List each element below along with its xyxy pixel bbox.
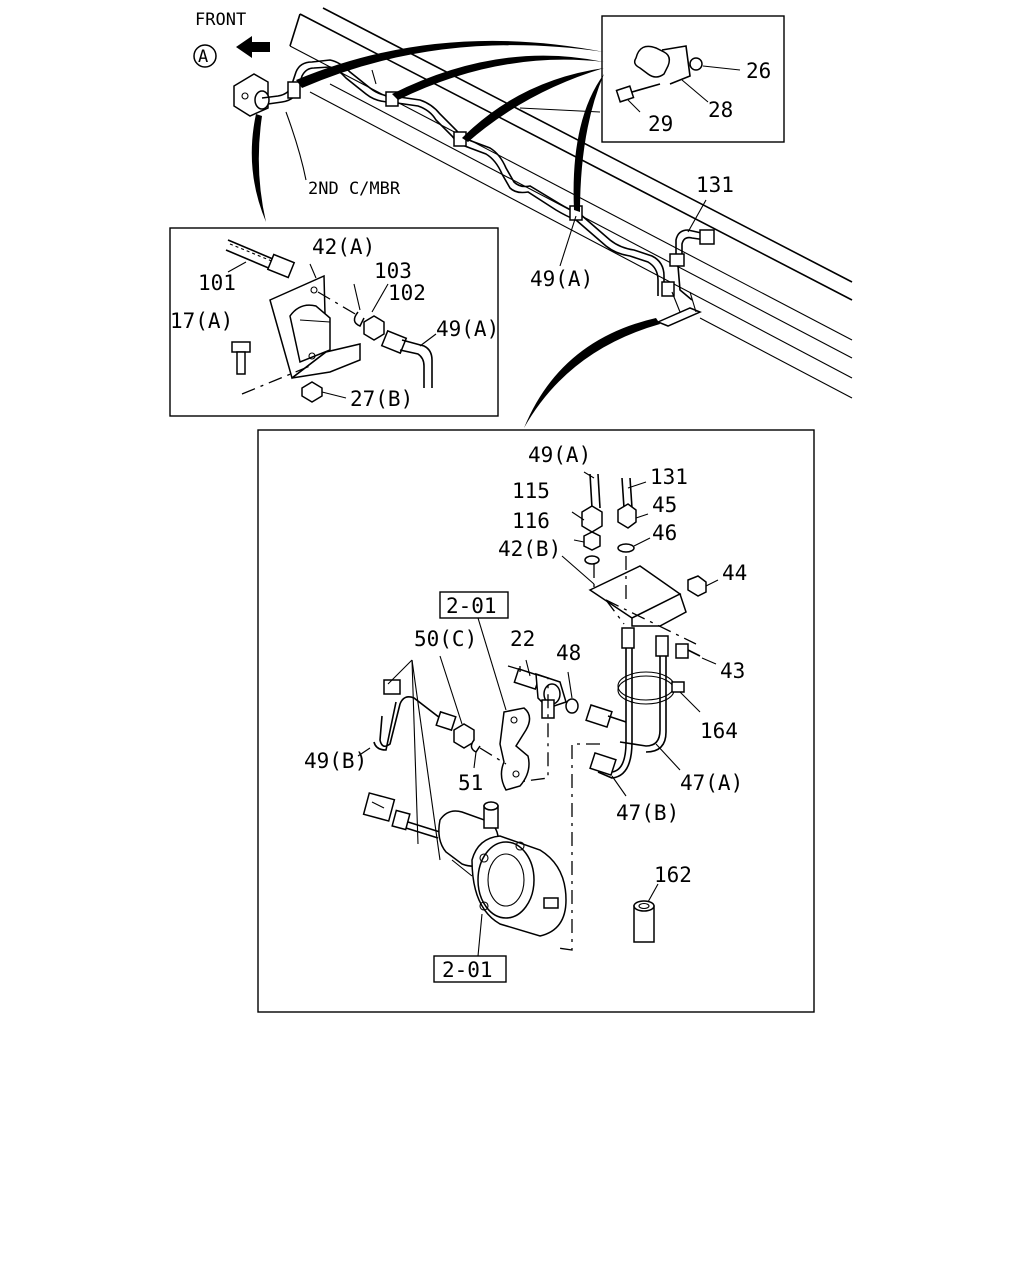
part-47b-label: 47(B) [616, 801, 679, 825]
view-a-marker: A [193, 44, 217, 68]
part-48-label: 48 [556, 641, 581, 665]
part-50c-label: 50(C) [414, 627, 477, 651]
part-162-label: 162 [654, 863, 692, 887]
callout-leaders [251, 40, 660, 428]
part-44-label: 44 [722, 561, 747, 585]
part-42b-label: 42(B) [498, 537, 561, 561]
inset-clip-box [601, 15, 785, 143]
part-102-label: 102 [388, 281, 426, 305]
part-49a-top-leader [559, 215, 577, 267]
part-43-label: 43 [720, 659, 745, 683]
part-17a-label: 17(A) [170, 309, 233, 333]
part-115-label: 115 [512, 479, 550, 503]
front-arrow-icon [236, 36, 270, 58]
part-49a-main-label: 49(A) [528, 443, 591, 467]
part-131-top-label: 131 [696, 173, 734, 197]
part-47a-label: 47(A) [680, 771, 743, 795]
part-29-label: 29 [648, 112, 673, 136]
part-22-label: 22 [510, 627, 535, 651]
ref-2-01-upper-box [439, 591, 509, 619]
part-164-label: 164 [700, 719, 738, 743]
inset-bracket-box [169, 227, 499, 417]
cross-member-label: 2ND C/MBR [308, 179, 401, 199]
ref-2-01-lower-label: 2-01 [442, 958, 493, 982]
part-49a-inset-label: 49(A) [436, 317, 499, 341]
part-49b-label: 49(B) [304, 749, 367, 773]
part-28-label: 28 [708, 98, 733, 122]
main-detail: 2-01 [257, 429, 815, 1013]
part-46-label: 46 [652, 521, 677, 545]
part-131-main-label: 131 [650, 465, 688, 489]
part-42a-label: 42(A) [312, 235, 375, 259]
part-49a-top-label: 49(A) [530, 267, 593, 291]
ref-2-01-lower-box [433, 955, 507, 983]
part-51-label: 51 [458, 771, 483, 795]
inset-bracket-detail: 42(A) 101 103 102 17(A) 49(A) 27(B) [169, 227, 499, 417]
part-116-label: 116 [512, 509, 550, 533]
inset-clip-detail: 26 28 29 [601, 15, 785, 143]
main-detail-box [257, 429, 815, 1013]
front-label: FRONT [195, 10, 246, 30]
view-a-label: A [198, 47, 208, 67]
part-45-label: 45 [652, 493, 677, 517]
ref-2-01-upper-label: 2-01 [446, 594, 497, 618]
part-101-label: 101 [198, 271, 236, 295]
part-26-label: 26 [746, 59, 771, 83]
part-103-label: 103 [374, 259, 412, 283]
part-27b-label: 27(B) [350, 387, 413, 411]
part-131-top-leader [687, 199, 707, 233]
rail-pipe-assembly [233, 59, 715, 327]
